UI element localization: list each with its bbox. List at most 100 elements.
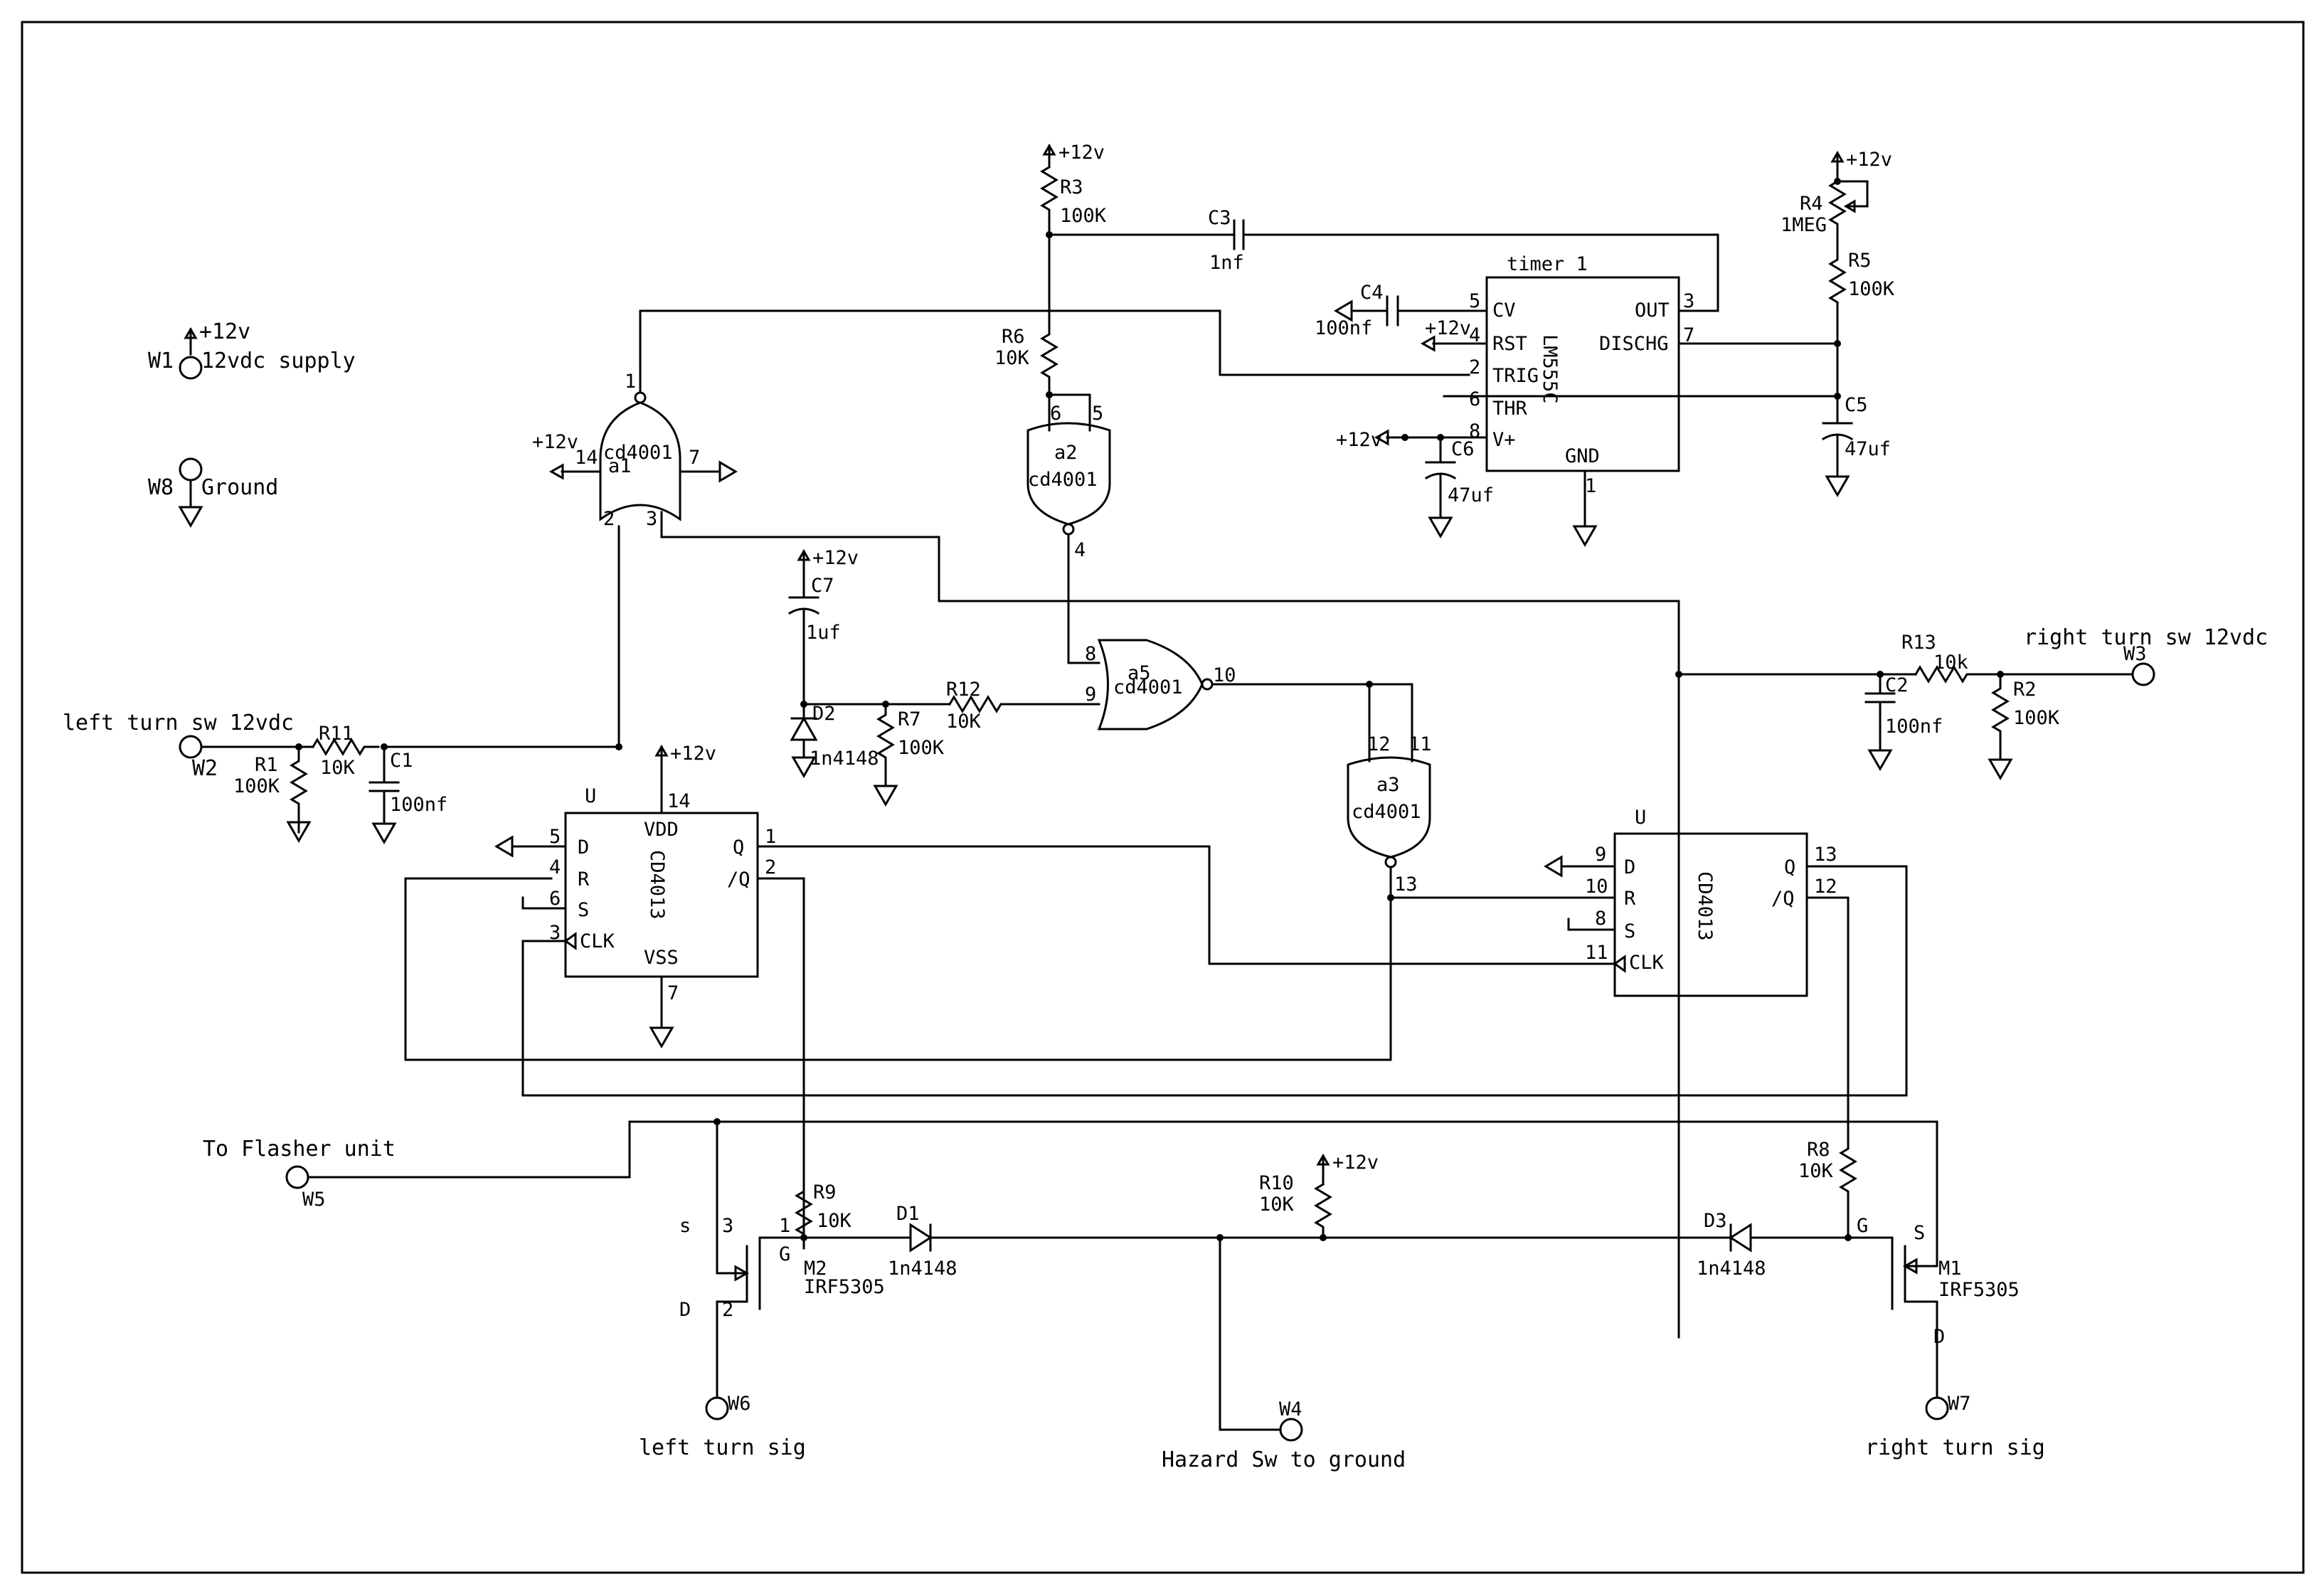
diode-d2: D2 1n4148 [790, 703, 879, 779]
svg-text:47uf: 47uf [1448, 484, 1494, 506]
svg-text:a1: a1 [608, 455, 632, 477]
svg-text:R5: R5 [1848, 250, 1872, 272]
svg-text:10K: 10K [1798, 1160, 1834, 1182]
resistor-r10: +12v R10 10K [1259, 1152, 1379, 1239]
svg-text:a2: a2 [1054, 442, 1078, 464]
connector-w7: W7 right turn sig [1865, 1393, 2045, 1460]
svg-text:7: 7 [689, 447, 700, 469]
connector-w8: W8 Ground [148, 457, 278, 528]
svg-text:R9: R9 [813, 1181, 837, 1204]
svg-text:C1: C1 [390, 750, 413, 772]
svg-text:1: 1 [625, 371, 636, 393]
svg-text:D: D [1933, 1326, 1945, 1348]
svg-text:+12v: +12v [1058, 142, 1105, 164]
svg-text:4: 4 [549, 856, 561, 878]
svg-text:R7: R7 [898, 708, 921, 730]
connector-w6: W6 left turn sig [639, 1393, 806, 1460]
svg-text:10: 10 [1213, 664, 1236, 686]
svg-text:1n4148: 1n4148 [810, 748, 879, 770]
svg-text:D1: D1 [896, 1203, 920, 1225]
svg-text:C3: C3 [1208, 207, 1231, 229]
svg-text:W6: W6 [728, 1393, 751, 1415]
svg-text:R: R [578, 868, 590, 891]
svg-text:CLK: CLK [580, 930, 615, 952]
svg-text:RST: RST [1492, 333, 1527, 355]
wire-w2-to-a1 [383, 525, 620, 748]
svg-text:D2: D2 [812, 703, 836, 725]
nor-gate-a2: 6 5 a2 cd4001 4 [1026, 393, 1111, 664]
svg-text:10: 10 [1585, 876, 1608, 898]
capacitor-c2: C2 100nf [1864, 673, 1943, 772]
resistor-r9: R9 10K [795, 1181, 852, 1250]
svg-text:14: 14 [667, 790, 691, 812]
svg-text:5: 5 [549, 826, 561, 848]
svg-text:10K: 10K [946, 711, 982, 733]
svg-text:1uf: 1uf [806, 622, 841, 644]
svg-text:W4: W4 [1279, 1398, 1302, 1420]
svg-text:10K: 10K [817, 1210, 852, 1232]
junction [1834, 340, 1841, 347]
svg-text:+12v: +12v [812, 547, 859, 569]
capacitor-c6: +12v C6 47uf [1336, 429, 1494, 539]
svg-text:a3: a3 [1376, 774, 1400, 796]
capacitor-c4: C4 100nf [1315, 282, 1488, 339]
potentiometer-r4: +12v R4 1MEG [1781, 149, 1892, 247]
svg-text:R13: R13 [1901, 632, 1936, 654]
svg-text:+12v: +12v [1332, 1152, 1379, 1174]
diode-d3: D3 1n4148 [1322, 1210, 1850, 1280]
svg-text:R: R [1624, 888, 1636, 910]
svg-text:Q: Q [1784, 856, 1795, 878]
svg-text:10K: 10K [994, 347, 1030, 369]
svg-text:/Q: /Q [1771, 888, 1795, 910]
junction [1387, 894, 1394, 901]
svg-text:left turn sw 12vdc: left turn sw 12vdc [63, 711, 294, 735]
svg-text:OUT: OUT [1635, 299, 1670, 322]
svg-text:S: S [1914, 1222, 1925, 1244]
svg-text:LM555C: LM555C [1539, 334, 1561, 404]
svg-text:2: 2 [765, 856, 776, 878]
svg-text:1: 1 [779, 1215, 790, 1237]
svg-text:TRIG: TRIG [1492, 365, 1539, 387]
svg-text:THR: THR [1492, 398, 1528, 420]
svg-text:R10: R10 [1259, 1172, 1294, 1194]
svg-text:s: s [679, 1215, 691, 1237]
svg-text:13: 13 [1814, 844, 1837, 866]
svg-text:/Q: /Q [727, 868, 750, 891]
svg-text:a5: a5 [1127, 662, 1151, 684]
svg-text:R3: R3 [1060, 176, 1083, 198]
svg-text:To Flasher unit: To Flasher unit [203, 1137, 396, 1162]
svg-text:DISCHG: DISCHG [1599, 333, 1669, 355]
svg-text:8: 8 [1085, 643, 1096, 665]
svg-text:C6: C6 [1451, 438, 1475, 460]
svg-text:C5: C5 [1845, 394, 1868, 416]
svg-text:14: 14 [575, 447, 598, 469]
svg-text:R8: R8 [1807, 1139, 1830, 1161]
svg-text:1n4148: 1n4148 [1697, 1258, 1766, 1280]
svg-text:11: 11 [1585, 942, 1608, 964]
svg-text:11: 11 [1408, 733, 1432, 755]
svg-text:9: 9 [1595, 844, 1606, 866]
svg-text:R11: R11 [319, 723, 354, 745]
svg-text:W7: W7 [1948, 1393, 1971, 1415]
svg-text:right turn sw 12vdc: right turn sw 12vdc [2024, 625, 2268, 650]
svg-text:CD4013: CD4013 [646, 850, 668, 920]
svg-text:cd4001: cd4001 [603, 442, 673, 464]
capacitor-c1: C1 100nf [368, 745, 447, 845]
resistor-r12: R12 10K [946, 679, 1100, 733]
svg-text:100nf: 100nf [1885, 716, 1943, 738]
svg-text:1MEG: 1MEG [1781, 214, 1827, 236]
svg-text:G: G [1857, 1215, 1868, 1237]
mosfet-m1: G S M1 IRF5305 D [1847, 1215, 2020, 1399]
svg-text:12: 12 [1367, 733, 1391, 755]
resistor-r1: R1 100K [233, 745, 312, 844]
flip-flop-left: U VDD VSS CD4013 D R S CLK Q /Q 5 4 6 3 … [494, 743, 1908, 1243]
diode-d1: D1 1n4148 [802, 1203, 1325, 1280]
connector-w3: right turn sw 12vdc W3 [2024, 625, 2268, 686]
svg-text:VDD: VDD [644, 819, 679, 841]
svg-text:R2: R2 [2013, 679, 2037, 701]
svg-text:47uf: 47uf [1845, 438, 1891, 460]
svg-text:D3: D3 [1704, 1210, 1727, 1232]
svg-text:1nf: 1nf [1209, 252, 1244, 274]
junction [615, 743, 622, 750]
svg-text:right turn sig: right turn sig [1865, 1435, 2045, 1460]
